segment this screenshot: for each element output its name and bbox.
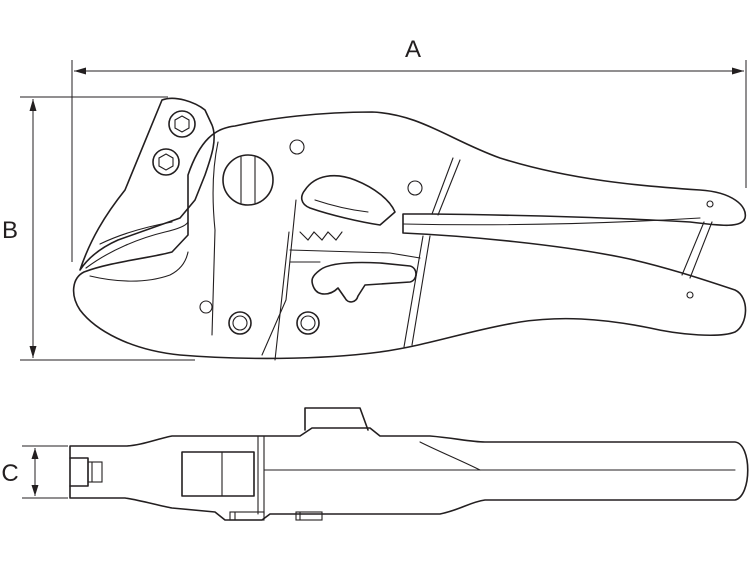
- rivet-hole-3: [199, 300, 213, 314]
- top-view-handle-curve: [419, 441, 481, 471]
- dimension-b-arrow-top: [29, 99, 37, 111]
- top-view-rivet-left: [229, 511, 265, 521]
- main-pivot-screw: [222, 154, 274, 206]
- dimension-c-arrow-top: [31, 448, 39, 459]
- dimension-b: B: [2, 96, 195, 361]
- dimension-b-label: B: [2, 217, 18, 244]
- release-lever-slot: [311, 261, 417, 303]
- rack-teeth: [299, 231, 343, 241]
- hex-bolt-lower: [152, 148, 180, 176]
- rivet-hole-1: [289, 139, 305, 155]
- grip-line-upper-1: [437, 159, 461, 216]
- top-view-jaw-insert: [87, 461, 103, 483]
- upper-jaw-plate: [79, 97, 215, 271]
- hex-socket-lower-icon: [158, 153, 174, 171]
- dimension-a: A: [71, 36, 747, 262]
- dimension-a-arrow-right: [732, 67, 744, 75]
- hang-hole-lower: [686, 291, 694, 299]
- grip-line-lower-2: [403, 235, 424, 348]
- ratchet-window: [300, 174, 396, 226]
- rivet-large-right-inner: [300, 315, 316, 331]
- hex-socket-upper-icon: [174, 115, 190, 133]
- top-view-jaw-slot: [69, 457, 89, 487]
- dimension-b-arrow-bottom: [29, 346, 37, 358]
- rack-upper-edge: [289, 249, 421, 259]
- rivet-large-left: [228, 311, 252, 335]
- grip-line-tail-1: [689, 221, 713, 279]
- upper-handle-inner-contour: [402, 217, 701, 226]
- dimension-a-arrow-left: [74, 67, 86, 75]
- body-plate-divider: [261, 199, 297, 356]
- cutter-side-view: [72, 97, 747, 361]
- pipe-seat-curve: [89, 251, 189, 282]
- grip-line-tail-2: [681, 221, 705, 276]
- blade-inner-line: [99, 221, 173, 245]
- cutter-top-view: [69, 407, 749, 521]
- lower-jaw-and-handle: [72, 111, 747, 360]
- top-view-pivot-block: [181, 451, 255, 497]
- top-view-body-outline: [69, 427, 749, 521]
- rivet-large-right: [296, 311, 320, 335]
- body-plate-left-edge: [211, 141, 219, 336]
- top-view-rivet-right: [295, 511, 323, 521]
- hex-bolt-upper: [168, 110, 196, 138]
- grip-line-upper-2: [431, 157, 454, 215]
- hang-hole-upper: [706, 200, 714, 208]
- pivot-screw-slot: [240, 156, 256, 204]
- top-view-ratchet-button: [304, 407, 369, 431]
- dimension-c-arrow-bottom: [31, 485, 39, 496]
- rivet-large-left-inner: [232, 315, 248, 331]
- ratchet-pawl: [314, 199, 369, 213]
- body-plate-divider-2: [274, 231, 290, 361]
- rivet-hole-2: [407, 180, 423, 196]
- grip-line-lower-1: [411, 235, 431, 346]
- dimension-c-label: C: [1, 460, 18, 487]
- dimension-a-label: A: [405, 36, 421, 63]
- blade-edge: [85, 221, 189, 269]
- dimension-c: C: [1, 445, 68, 499]
